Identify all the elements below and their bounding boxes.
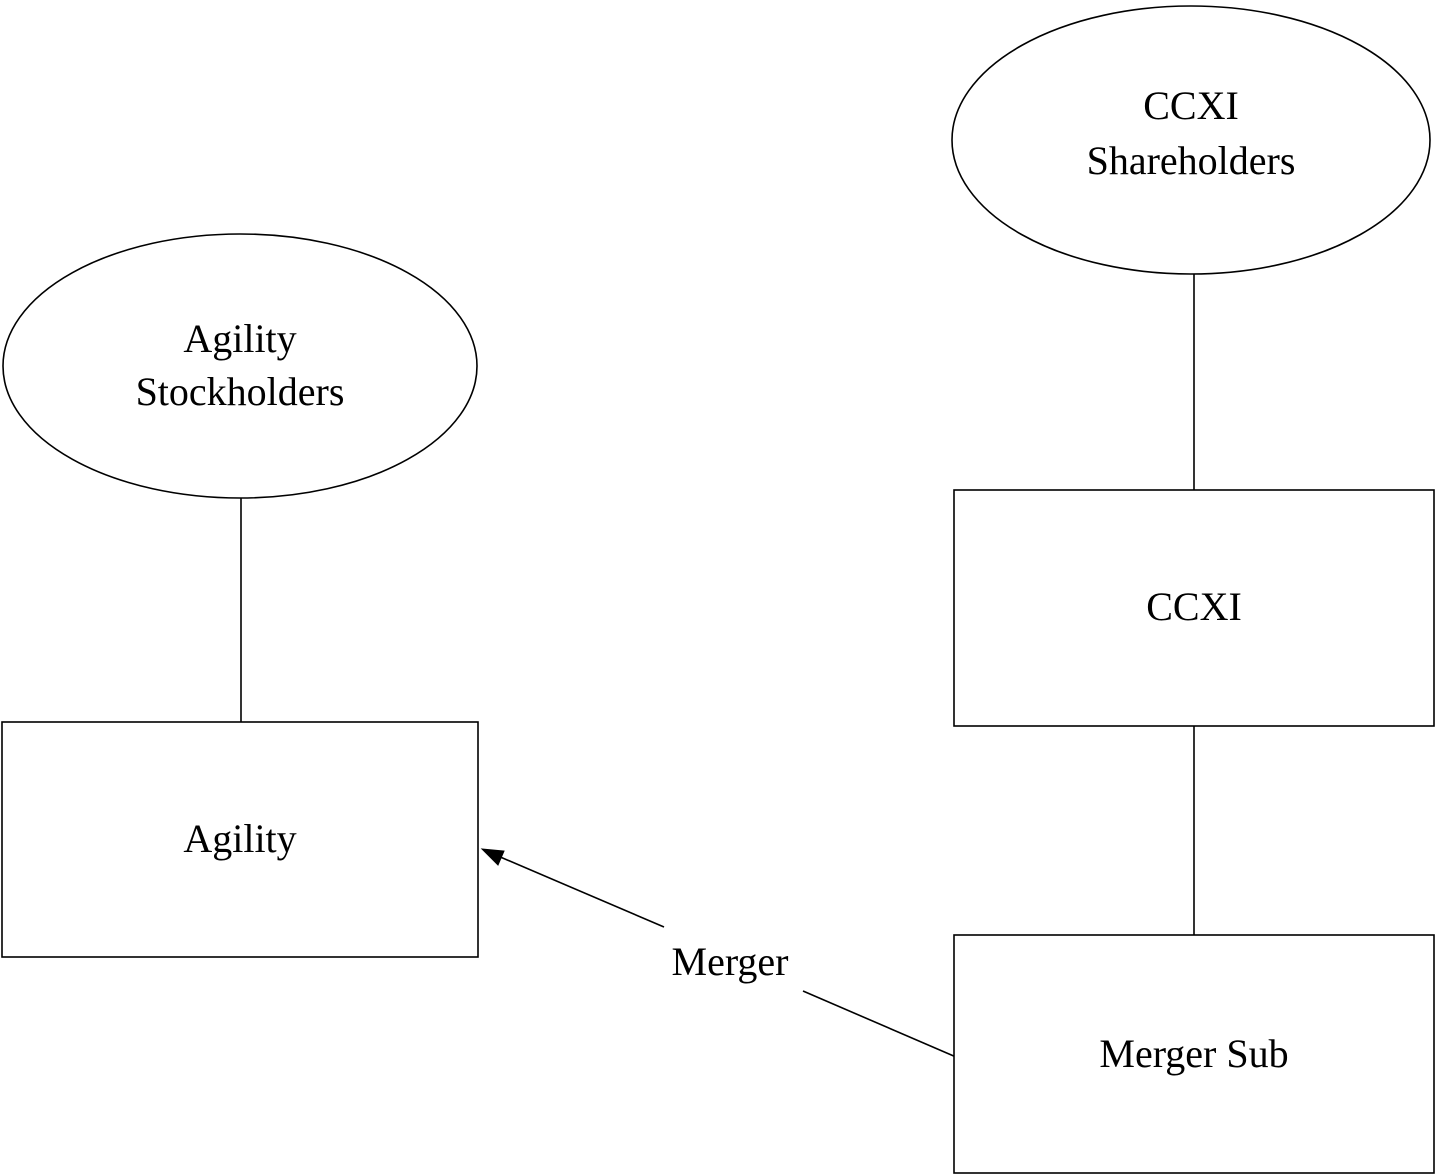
agility-stockholders-ellipse [2,233,478,499]
agility-label: Agility [183,816,296,861]
node-ccxi: CCXI [953,489,1435,727]
node-ccxi-shareholders: CCXI Shareholders [951,5,1431,275]
node-merger-sub: Merger Sub [953,934,1435,1174]
ccxi-shareholders-label-line2: Shareholders [1087,138,1296,183]
agility-stockholders-label-line2: Stockholders [136,369,345,414]
merger-sub-label: Merger Sub [1099,1031,1288,1076]
ccxi-label: CCXI [1146,584,1242,629]
node-agility: Agility [1,721,479,958]
ccxi-shareholders-label-line1: CCXI [1143,83,1239,128]
merger-arrow-segment-lower [802,990,957,1058]
merger-edge-label: Merger [672,939,789,984]
ccxi-box [953,489,1435,727]
ccxi-shareholders-ellipse [951,5,1431,275]
merger-arrowhead-icon [480,848,505,866]
node-agility-stockholders: Agility Stockholders [2,233,478,499]
merger-sub-box [953,934,1435,1174]
agility-stockholders-label-line1: Agility [183,316,296,361]
merger-arrow-segment-upper [497,855,665,928]
agility-box [1,721,479,958]
